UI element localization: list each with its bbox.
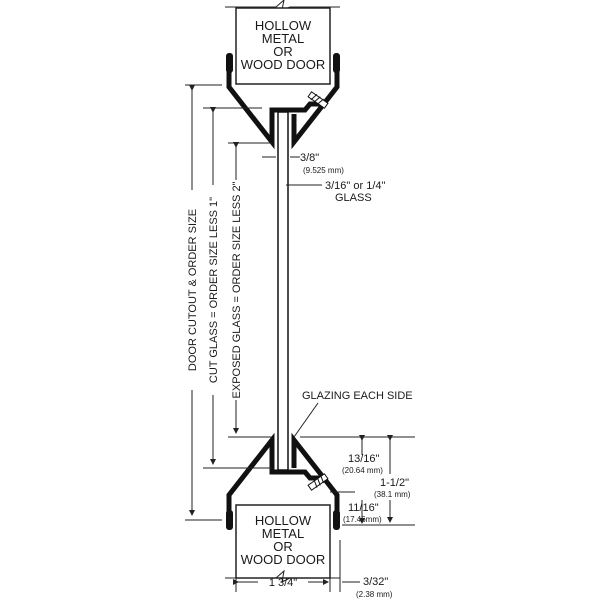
dim-11-16-mm-label: (17.46mm): [343, 515, 382, 524]
door-thickness-label: 1 3/4": [269, 577, 297, 589]
top-door: HOLLOW METAL OR WOOD DOOR: [225, 0, 340, 85]
bottom-door-label-1: HOLLOW: [255, 513, 312, 528]
glazing-leader: [293, 402, 319, 438]
glazing-label: GLAZING EACH SIDE: [302, 390, 413, 402]
dim-11-16-label: 11/16": [348, 502, 379, 514]
bottom-door-label-4: WOOD DOOR: [241, 552, 326, 567]
top-left-bumper: [226, 53, 233, 73]
bottom-right-bumper: [333, 510, 340, 530]
door-cutout-label: DOOR CUTOUT & ORDER SIZE: [187, 209, 199, 371]
top-door-label-2: METAL: [262, 31, 304, 46]
top-door-label-4: WOOD DOOR: [241, 57, 326, 72]
screw-icon: [307, 91, 329, 109]
bottom-door-label-3: OR: [273, 539, 293, 554]
dim-1-1-2-label: 1-1/2": [380, 477, 409, 489]
cut-glass-label: CUT GLASS = ORDER SIZE LESS 1": [208, 197, 220, 383]
glass-pane: [277, 111, 289, 471]
exposed-glass-label: EXPOSED GLASS = ORDER SIZE LESS 2": [231, 181, 243, 398]
stop-width-mm-label: (9.525 mm): [303, 166, 344, 175]
bottom-door-label-2: METAL: [262, 526, 304, 541]
bottom-door: HOLLOW METAL OR WOOD DOOR: [225, 504, 340, 583]
top-door-label-1: HOLLOW: [255, 18, 312, 33]
dim-1-1-2-mm-label: (38.1 mm): [374, 490, 411, 499]
screw-icon: [307, 473, 329, 491]
top-frame: [226, 53, 340, 150]
dim-3-32-mm-label: (2.38 mm): [356, 590, 393, 599]
stop-width-label: 3/8": [300, 152, 319, 164]
glass-label: GLASS: [335, 192, 372, 204]
dim-3-32-label: 3/32": [363, 576, 388, 588]
top-right-bumper: [333, 53, 340, 73]
dim-13-16-mm-label: (20.64 mm): [342, 466, 383, 475]
dim-13-16-label: 13/16": [348, 453, 380, 465]
bottom-frame: [226, 432, 340, 530]
top-door-label-3: OR: [273, 44, 293, 59]
glass-thickness-label: 3/16" or 1/4": [325, 180, 385, 192]
bottom-left-bumper: [226, 510, 233, 530]
